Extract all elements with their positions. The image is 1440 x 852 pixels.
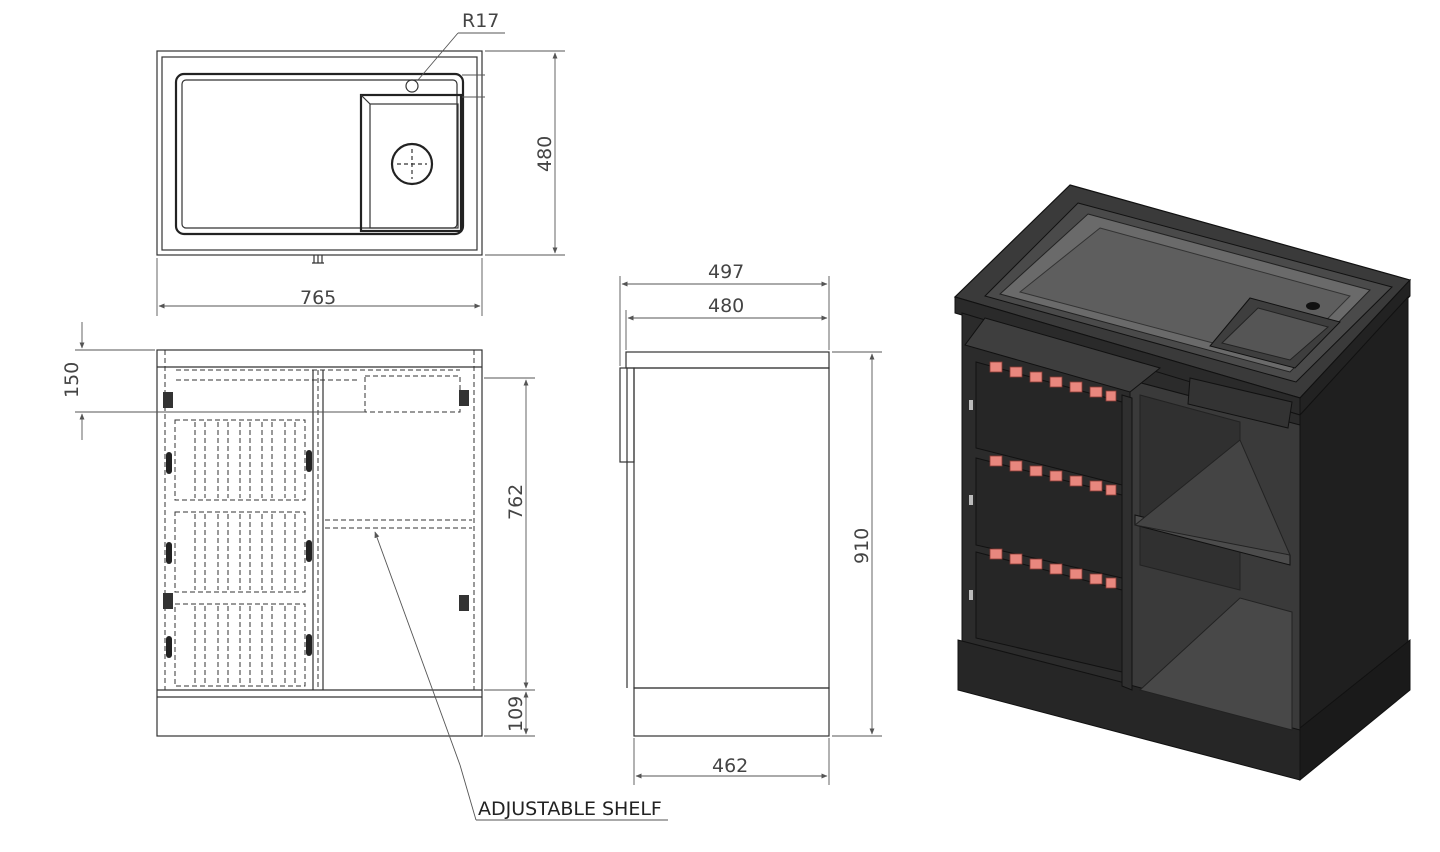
overall-depth-dimension-label: 497 <box>708 261 744 283</box>
plinth-height-dimension-label: 109 <box>505 696 527 732</box>
overall-height-dimension-label: 910 <box>851 528 873 564</box>
radius-label: R17 <box>462 10 499 32</box>
body-height-dimension-label: 762 <box>505 484 527 520</box>
top-depth-dimension-label: 480 <box>534 136 556 172</box>
body-depth-dimension-label: 462 <box>712 755 748 777</box>
drawer-height-dimension-label: 150 <box>61 362 83 398</box>
adjustable-shelf-label: ADJUSTABLE SHELF <box>478 798 662 820</box>
side-top-depth-dimension-label: 480 <box>708 295 744 317</box>
width-dimension-label: 765 <box>300 287 336 309</box>
top-view: R17 765 480 <box>156 10 565 316</box>
side-view: 497 480 462 910 <box>619 261 882 785</box>
isometric-cabinet-render <box>953 184 1412 782</box>
front-view: 150 762 109 ADJUSTABLE SHELF <box>61 322 668 821</box>
